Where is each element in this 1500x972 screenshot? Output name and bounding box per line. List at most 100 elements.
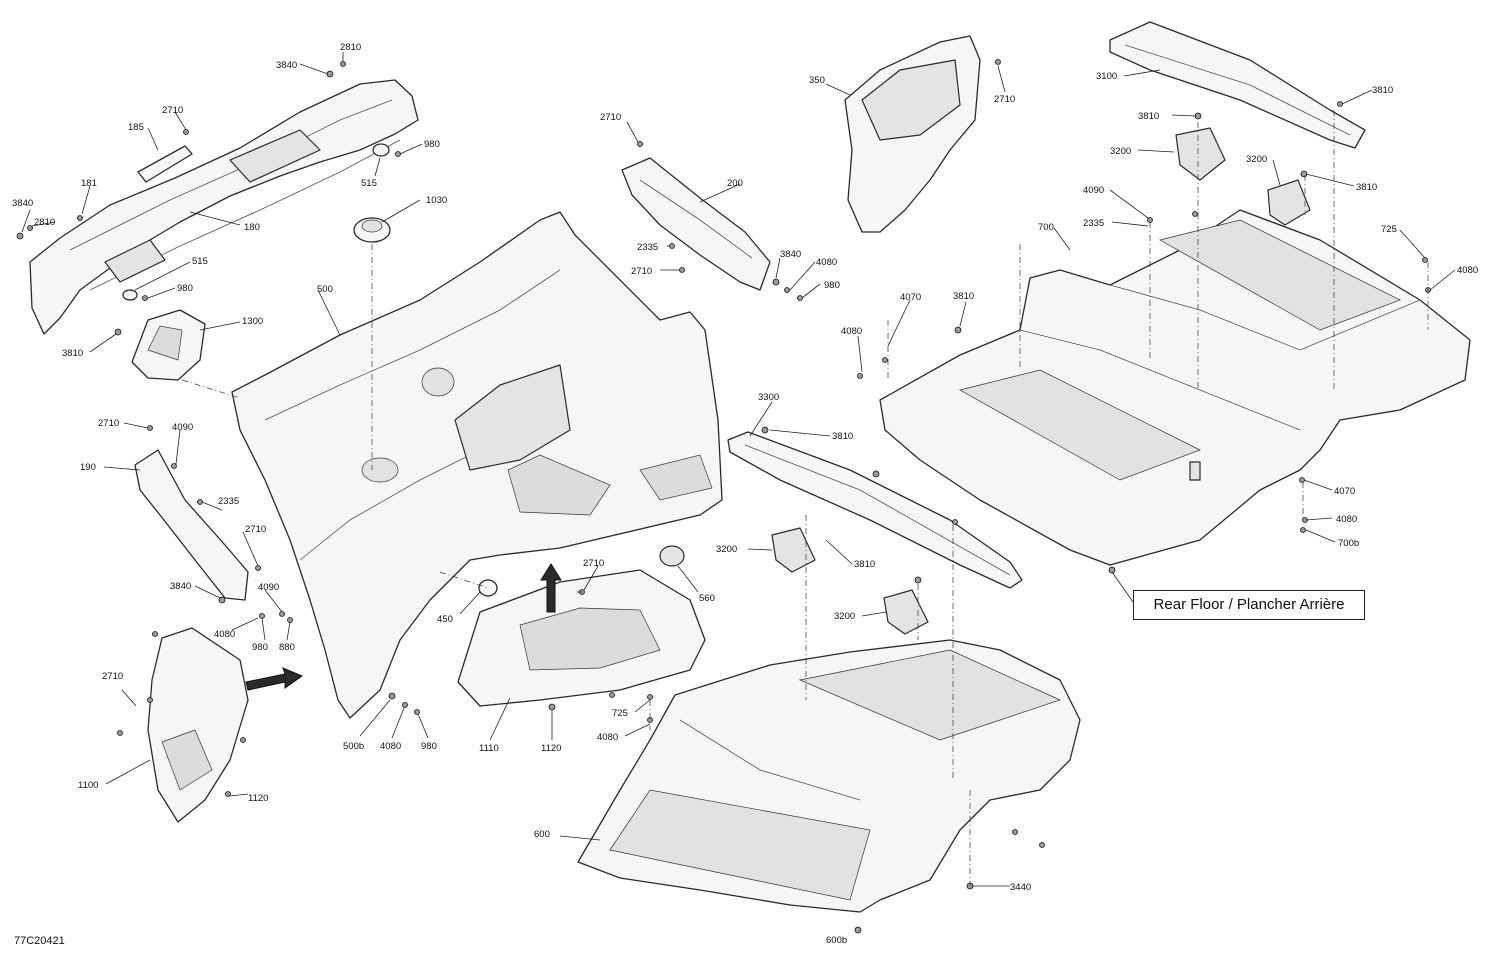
callout-2710: 2710 (600, 112, 621, 123)
callout-3200: 3200 (716, 544, 737, 555)
callout-3840: 3840 (170, 581, 191, 592)
callout-4090: 4090 (172, 422, 193, 433)
callout-980: 980 (177, 283, 193, 294)
callout-880: 880 (279, 642, 295, 653)
part-500-side-panel (231, 211, 723, 719)
part-180-rail (29, 79, 419, 335)
callout-500: 500 (317, 284, 333, 295)
callout-1120: 1120 (541, 743, 561, 754)
callout-700: 700 (1038, 222, 1054, 233)
alignment-lines (181, 110, 1429, 886)
callout-190: 190 (80, 462, 96, 473)
part-350-panel (844, 35, 981, 233)
callout-3810: 3810 (1372, 85, 1393, 96)
callout-2710: 2710 (583, 558, 604, 569)
callout-2810: 2810 (340, 42, 361, 53)
callout-1110: 1110 (479, 743, 499, 754)
callout-350: 350 (809, 75, 825, 86)
direction-arrows (245, 563, 562, 691)
part-190-bracket (134, 449, 249, 601)
part-450-plug (478, 579, 498, 597)
callout-500b: 500b (343, 741, 364, 752)
callout-515: 515 (192, 256, 208, 267)
part-200-bracket (621, 157, 771, 291)
callout-200: 200 (727, 178, 743, 189)
callout-4090: 4090 (1083, 185, 1104, 196)
callout-4080: 4080 (380, 741, 401, 752)
callout-700b: 700b (1338, 538, 1359, 549)
callout-3300: 3300 (758, 392, 779, 403)
callout-450: 450 (437, 614, 453, 625)
part-1300-duct (131, 309, 206, 381)
callout-980: 980 (824, 280, 840, 291)
callout-3810: 3810 (1138, 111, 1159, 122)
part-3100-cross-member (1109, 21, 1366, 149)
callout-181: 181 (81, 178, 97, 189)
callout-1120: 1120 (248, 793, 268, 804)
callout-180: 180 (244, 222, 260, 233)
callout-980: 980 (424, 139, 440, 150)
part-1100-panel (147, 627, 249, 823)
callout-4080: 4080 (841, 326, 862, 337)
callout-4080: 4080 (597, 732, 618, 743)
callout-600: 600 (534, 829, 550, 840)
part-1030-grommet (353, 217, 391, 243)
callout-3810: 3810 (1356, 182, 1377, 193)
callout-1100: 1100 (78, 780, 98, 791)
part-515-washers (122, 143, 390, 301)
callout-2710: 2710 (98, 418, 119, 429)
callout-2335: 2335 (637, 242, 658, 253)
callout-3810: 3810 (832, 431, 853, 442)
callout-725: 725 (612, 708, 628, 719)
callout-1300: 1300 (242, 316, 263, 327)
callout-600b: 600b (826, 935, 847, 946)
callout-3810: 3810 (953, 291, 974, 302)
part-1110-panel (457, 569, 706, 707)
callout-3100: 3100 (1096, 71, 1117, 82)
rear-floor-reference-label: Rear Floor / Plancher Arrière (1133, 590, 1365, 620)
callout-3810: 3810 (854, 559, 875, 570)
callout-185: 185 (128, 122, 144, 133)
callout-2710: 2710 (631, 266, 652, 277)
part-700-rear-floor (879, 209, 1471, 566)
callout-3810: 3810 (62, 348, 83, 359)
callout-3840: 3840 (12, 198, 33, 209)
callout-980: 980 (421, 741, 437, 752)
callout-labels: 2810 3840 2710 185 980 515 181 180 3840 … (12, 42, 1478, 946)
callout-2335: 2335 (1083, 218, 1104, 229)
part-560-clip (659, 545, 685, 567)
callout-4080: 4080 (214, 629, 235, 640)
callout-4070: 4070 (1334, 486, 1355, 497)
callout-3840: 3840 (276, 60, 297, 71)
part-600-front-floor (577, 639, 1081, 913)
callout-4080: 4080 (816, 257, 837, 268)
callout-2335: 2335 (218, 496, 239, 507)
part-3300-cross-member (727, 431, 1023, 589)
leader-lines (21, 52, 1456, 887)
callout-4080: 4080 (1457, 265, 1478, 276)
callout-3200: 3200 (1246, 154, 1267, 165)
callout-3440: 3440 (1010, 882, 1031, 893)
part-3200-clips (771, 127, 1311, 635)
fasteners (16, 59, 1431, 934)
callout-3200: 3200 (1110, 146, 1131, 157)
drawing-number: 77C20421 (14, 935, 65, 947)
callout-4080: 4080 (1336, 514, 1357, 525)
callout-3840: 3840 (780, 249, 801, 260)
callout-4090: 4090 (258, 582, 279, 593)
callout-1030: 1030 (426, 195, 447, 206)
callout-2810: 2810 (34, 217, 55, 228)
callout-2710: 2710 (162, 105, 183, 116)
part-185-bracket (137, 145, 193, 183)
callout-4070: 4070 (900, 292, 921, 303)
callout-2710: 2710 (102, 671, 123, 682)
callout-725: 725 (1381, 224, 1397, 235)
callout-980: 980 (252, 642, 268, 653)
callout-515: 515 (361, 178, 377, 189)
callout-2710: 2710 (994, 94, 1015, 105)
callout-3200: 3200 (834, 611, 855, 622)
callout-2710: 2710 (245, 524, 266, 535)
callout-560: 560 (699, 593, 715, 604)
